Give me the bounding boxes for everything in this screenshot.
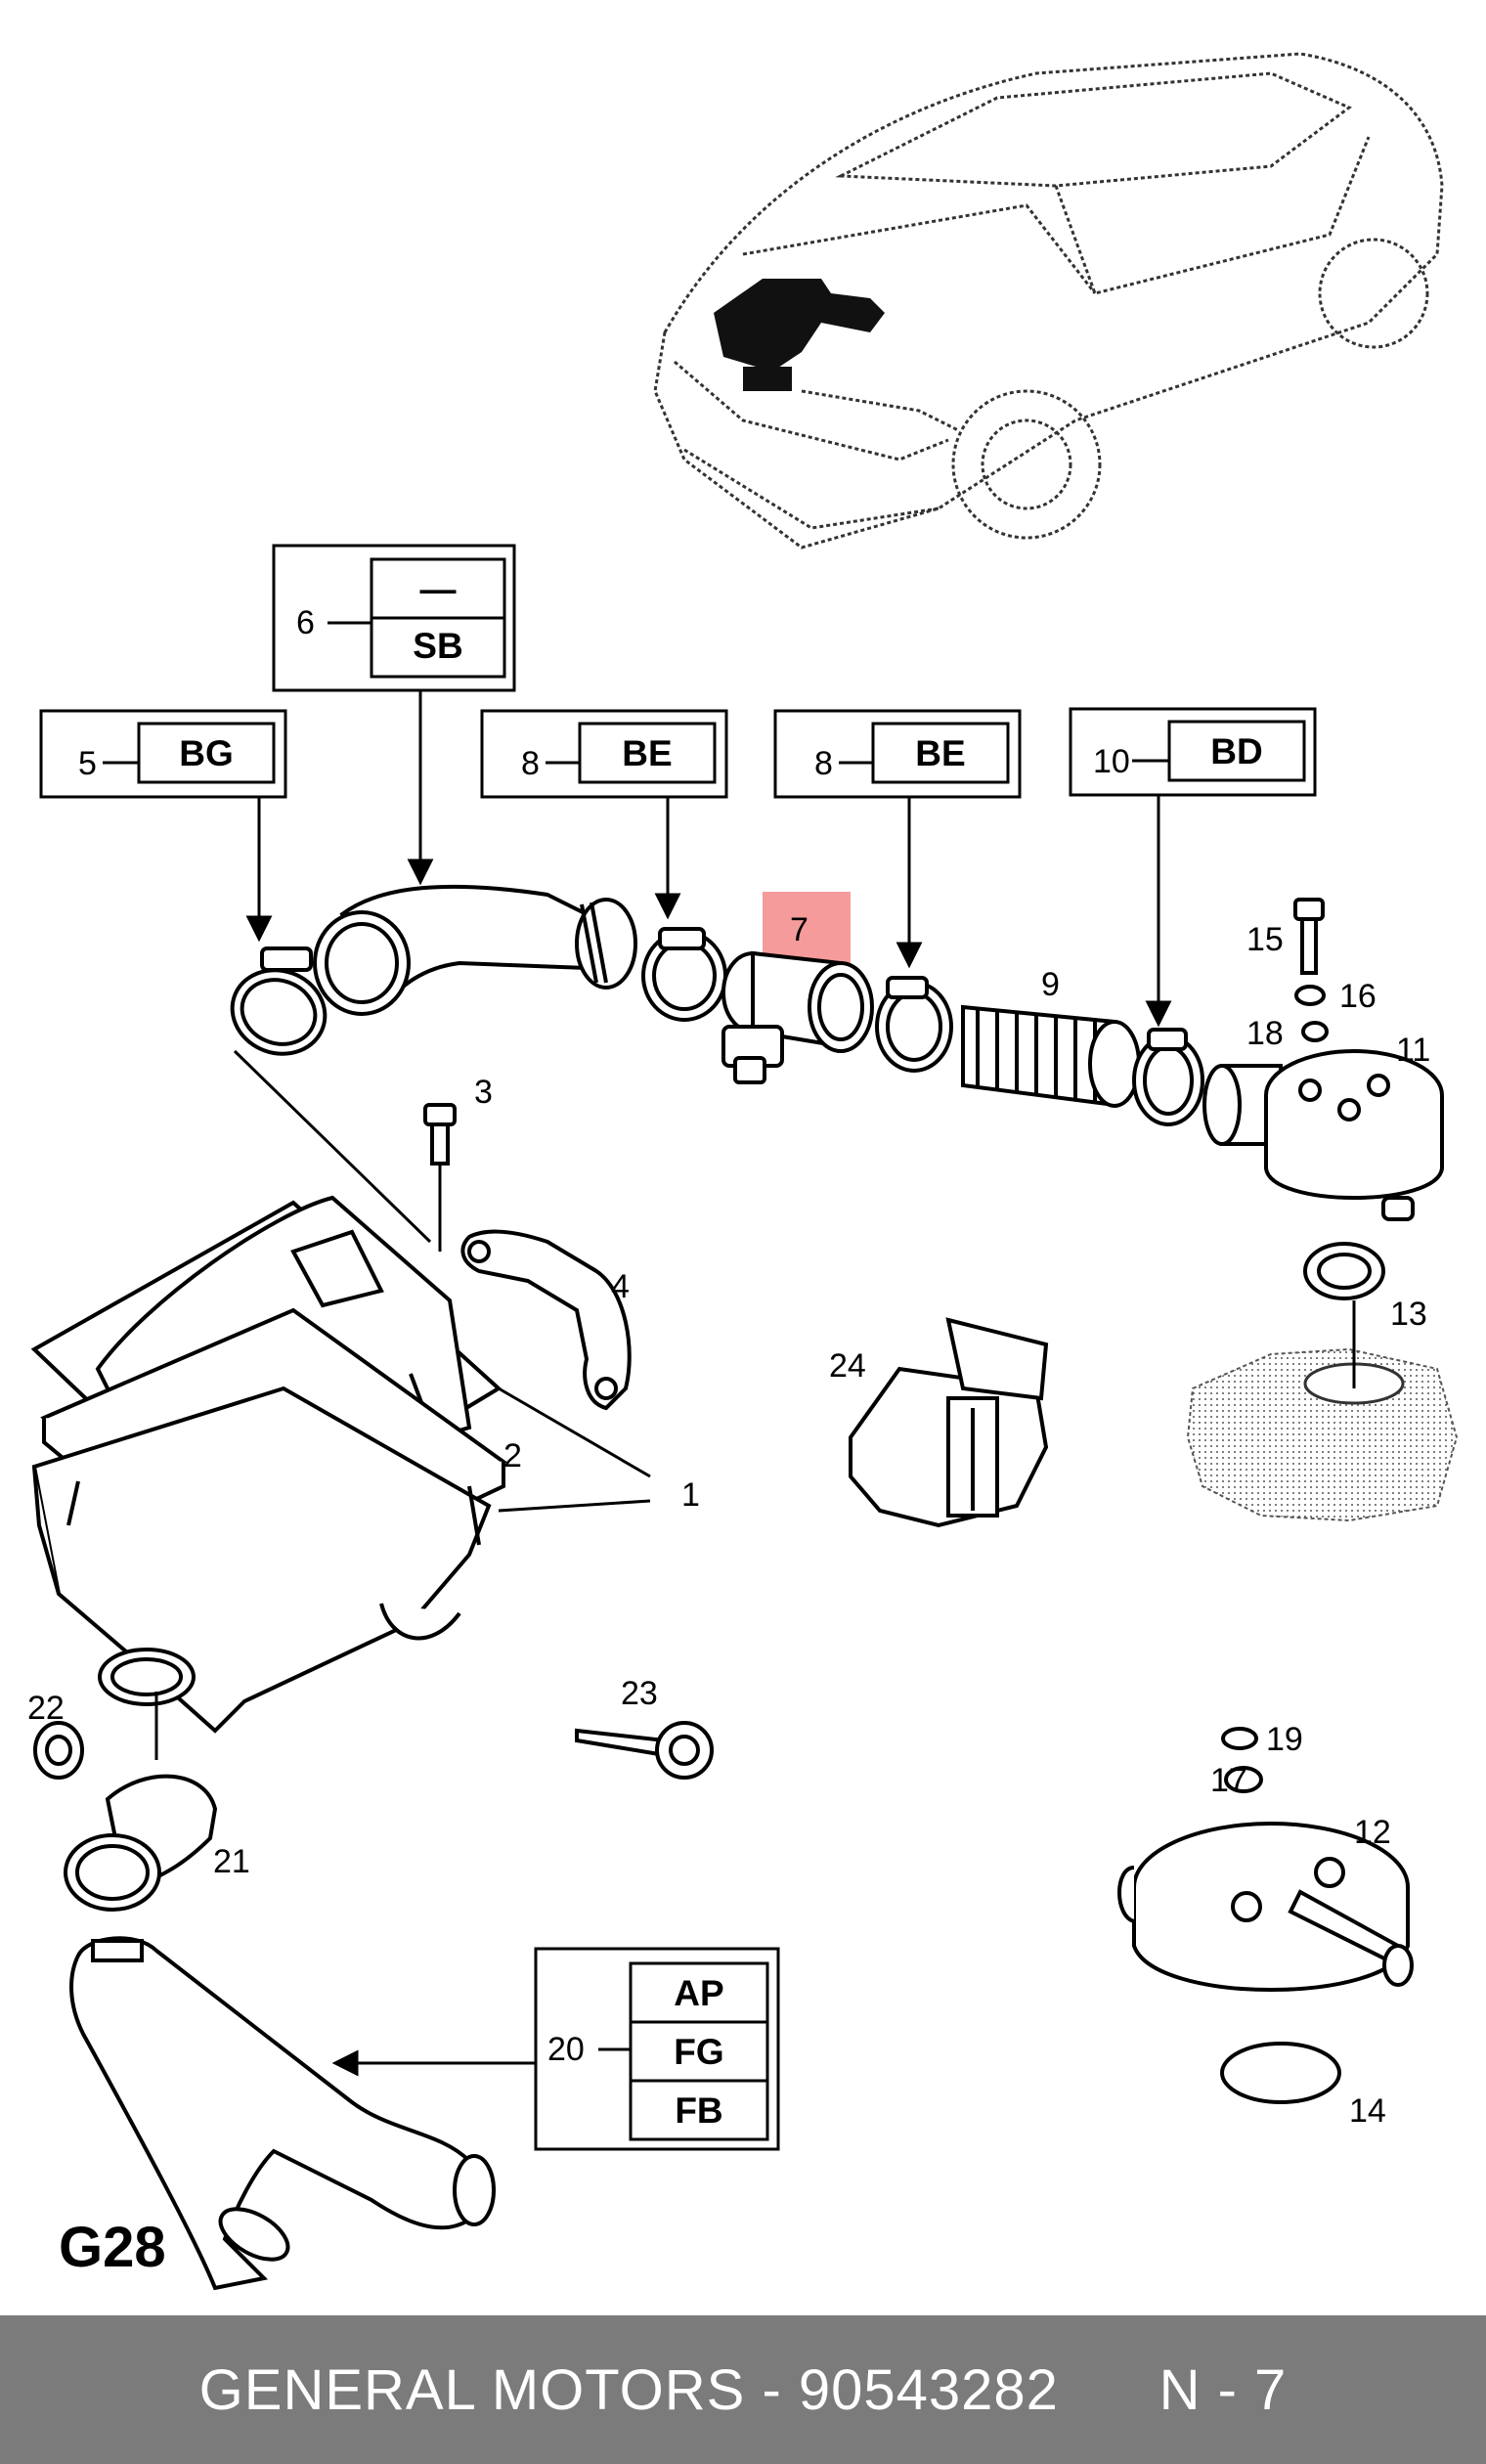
diagram-code-label: G28 bbox=[59, 2216, 166, 2279]
box-8b-code: BE bbox=[915, 733, 965, 773]
callout-9: 9 bbox=[1041, 966, 1060, 1003]
airflow-sensor-7 bbox=[721, 950, 874, 1084]
label-box-8a: 8 BE bbox=[480, 709, 728, 920]
seal-14 bbox=[1220, 2042, 1341, 2104]
box-6-code-2: SB bbox=[413, 626, 462, 666]
callout-23: 23 bbox=[621, 1675, 658, 1712]
bellows-hose-9 bbox=[961, 1004, 1141, 1108]
callout-22: 22 bbox=[27, 1690, 65, 1727]
callout-4: 4 bbox=[611, 1268, 630, 1305]
bolt-15 bbox=[1293, 898, 1325, 975]
hose-clamp-8a bbox=[641, 927, 727, 1022]
callout-12: 12 bbox=[1354, 1814, 1391, 1851]
box-10-ref: 10 bbox=[1093, 743, 1130, 780]
callout-1: 1 bbox=[681, 1476, 700, 1514]
footer-brand: GENERAL MOTORS bbox=[198, 2357, 746, 2422]
callout-numbers: 1 2 3 4 7 9 11 12 13 14 15 16 17 18 19 2… bbox=[27, 911, 1430, 2130]
callout-24: 24 bbox=[829, 1347, 866, 1385]
box-20-ref: 20 bbox=[547, 2031, 585, 2068]
bolt-3 bbox=[423, 1103, 457, 1166]
screw-23 bbox=[575, 1721, 714, 1780]
label-box-10: 10 BD bbox=[1069, 707, 1317, 1028]
box-8a-code: BE bbox=[622, 733, 672, 773]
callout-2: 2 bbox=[503, 1437, 522, 1474]
grommet-22 bbox=[33, 1721, 84, 1780]
box-6-ref: 6 bbox=[296, 604, 315, 641]
washers-16-18 bbox=[1294, 985, 1329, 1042]
label-box-5: 5 BG bbox=[39, 709, 287, 943]
callout-14: 14 bbox=[1349, 2092, 1386, 2130]
washers-17-19 bbox=[1221, 1727, 1263, 1793]
box-5-code: BG bbox=[179, 733, 234, 773]
callout-18: 18 bbox=[1246, 1015, 1284, 1052]
callout-15: 15 bbox=[1246, 921, 1284, 958]
box-20-code-3: FB bbox=[675, 2090, 722, 2131]
elbow-21 bbox=[64, 1774, 218, 1912]
box-20-code-1: AP bbox=[674, 1973, 723, 2013]
box-10-code: BD bbox=[1210, 731, 1262, 771]
box-20-code-2: FG bbox=[674, 2032, 723, 2072]
callout-17: 17 bbox=[1210, 1762, 1247, 1799]
hose-clamp-10 bbox=[1132, 1028, 1204, 1126]
resonator-11 bbox=[1202, 1049, 1444, 1221]
intake-duct-20 bbox=[69, 1936, 496, 2291]
callout-21: 21 bbox=[213, 1843, 250, 1880]
callout-3: 3 bbox=[474, 1074, 493, 1111]
footer-separator: - bbox=[745, 2357, 799, 2422]
callout-19: 19 bbox=[1266, 1721, 1303, 1758]
hose-clamp-8b bbox=[875, 976, 953, 1073]
throttle-body-13 bbox=[1186, 1347, 1459, 1522]
footer-page-ref: N - 7 bbox=[1158, 2357, 1288, 2422]
box-6-code-1: — bbox=[420, 569, 457, 609]
hose-clamp-5 bbox=[230, 946, 328, 1056]
box-5-ref: 5 bbox=[78, 745, 97, 782]
footer-part-number: 90543282 bbox=[798, 2357, 1059, 2422]
callout-11: 11 bbox=[1396, 1032, 1430, 1069]
callout-7: 7 bbox=[790, 911, 809, 948]
footer-spacer bbox=[1059, 2357, 1159, 2423]
diagram-canvas: 6 — SB 5 BG 8 BE 8 BE 10 bbox=[27, 52, 1459, 2291]
box-8b-ref: 8 bbox=[814, 745, 833, 782]
car-engine-highlight bbox=[714, 279, 885, 391]
bracket-4 bbox=[460, 1229, 632, 1411]
air-cleaner-lower-1 bbox=[31, 1386, 492, 1734]
callout-16: 16 bbox=[1339, 978, 1377, 1015]
cover-12 bbox=[1117, 1822, 1414, 1992]
clip-24 bbox=[849, 1317, 1049, 1528]
label-box-6: 6 — SB bbox=[272, 544, 516, 886]
label-box-8b: 8 BE bbox=[773, 709, 1022, 969]
footer-bar: GENERAL MOTORS - 90543282 N - 7 bbox=[0, 2315, 1486, 2464]
leader-lines bbox=[154, 1049, 1356, 1760]
label-box-20: 20 AP FG FB bbox=[331, 1947, 780, 2151]
seal-13 bbox=[1303, 1242, 1385, 1300]
intake-hose-6 bbox=[313, 884, 637, 1016]
callout-13: 13 bbox=[1390, 1296, 1427, 1333]
box-8a-ref: 8 bbox=[521, 745, 540, 782]
car-illustration bbox=[653, 52, 1444, 550]
